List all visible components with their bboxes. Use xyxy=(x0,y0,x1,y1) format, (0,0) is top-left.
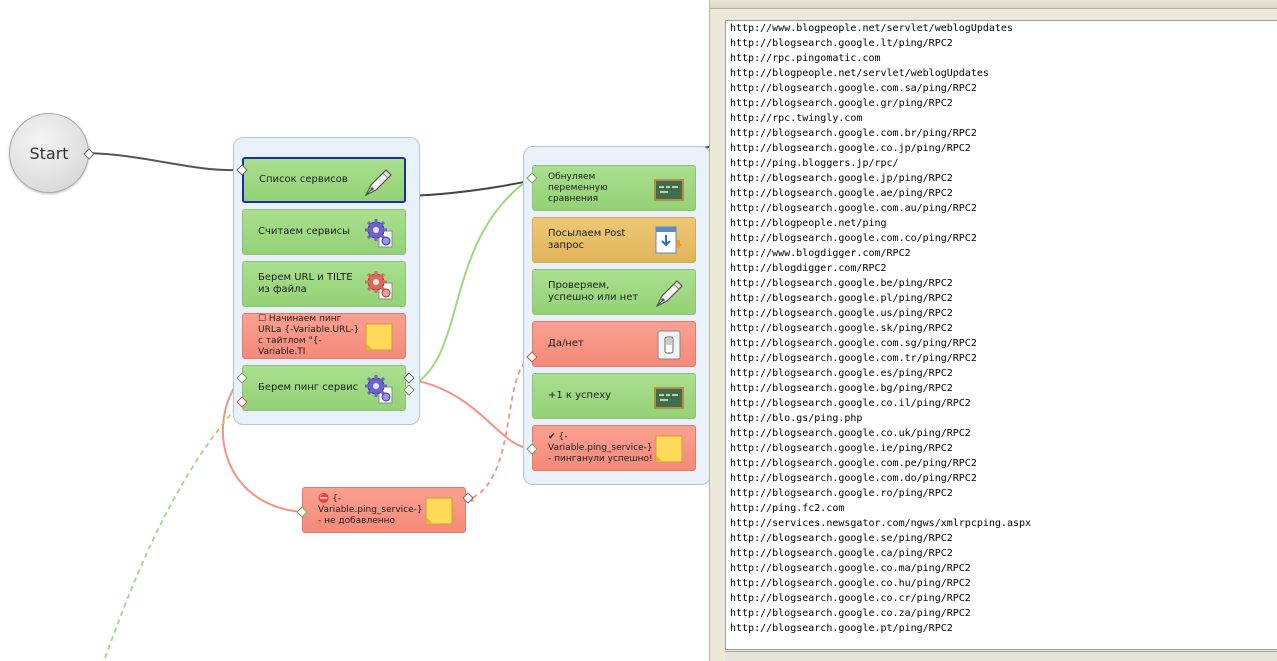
log-line: http://blogsearch.google.com.do/ping/RPC… xyxy=(730,473,977,484)
link-pingservice-fail xyxy=(103,400,243,661)
node-take-ping-service[interactable]: Берем пинг сервис xyxy=(242,365,406,411)
start-node[interactable]: Start xyxy=(9,113,89,193)
log-line: http://blogsearch.google.ae/ping/RPC2 xyxy=(730,188,953,199)
log-line: http://blogsearch.google.ie/ping/RPC2 xyxy=(730,443,953,454)
gears-icon xyxy=(363,269,395,301)
log-line: http://blogsearch.google.co.cr/ping/RPC2 xyxy=(730,593,971,604)
log-line: http://services.newsgator.com/ngws/xmlrp… xyxy=(730,518,1032,529)
sticky-note-icon xyxy=(363,321,395,353)
log-line: http://blogsearch.google.com.sg/ping/RPC… xyxy=(730,338,977,349)
switch-icon xyxy=(653,329,685,361)
node-label: ☐ Начинаем пинг URLа {-Variable.URL-} с … xyxy=(258,314,360,357)
sticky-note-icon xyxy=(423,495,455,527)
node-label: Да/нет xyxy=(548,338,584,349)
chalkboard-icon xyxy=(653,173,685,205)
node-label: Проверяем, успешно или нет xyxy=(548,280,639,303)
pen-icon xyxy=(362,166,394,198)
log-line: http://blogsearch.google.gr/ping/RPC2 xyxy=(730,98,953,109)
log-line: http://ping.fc2.com xyxy=(730,503,845,514)
node-start-ping-note[interactable]: ☐ Начинаем пинг URLа {-Variable.URL-} с … xyxy=(242,313,406,359)
node-label: Берем URL и TILTE из файла xyxy=(258,272,353,295)
log-line: http://blogsearch.google.com.sa/ping/RPC… xyxy=(730,83,977,94)
log-line: http://blogsearch.google.pl/ping/RPC2 xyxy=(730,293,953,304)
log-line: http://blogsearch.google.se/ping/RPC2 xyxy=(730,533,953,544)
log-line: http://blogsearch.google.com.br/ping/RPC… xyxy=(730,128,977,139)
node-reset-variable[interactable]: Обнуляем переменную сравнения xyxy=(532,165,696,211)
log-line: http://blogsearch.google.pt/ping/RPC2 xyxy=(730,623,953,634)
gears-icon xyxy=(363,217,395,249)
node-yes-no[interactable]: Да/нет xyxy=(532,321,696,367)
node-label: Берем пинг сервис xyxy=(258,382,359,393)
log-panel-footer xyxy=(725,651,1277,661)
download-icon xyxy=(653,225,685,257)
node-count-services[interactable]: Считаем сервисы xyxy=(242,209,406,255)
node-label: ✔ {-Variable.ping_service-} - пинганули … xyxy=(548,431,653,464)
link-success-to-pingservice xyxy=(407,378,533,450)
log-line: http://www.blogdigger.com/RPC2 xyxy=(730,248,911,259)
log-line: http://blogsearch.google.us/ping/RPC2 xyxy=(730,308,953,319)
node-send-post[interactable]: Посылаем Post запрос xyxy=(532,217,696,263)
log-line: http://blogsearch.google.bg/ping/RPC2 xyxy=(730,383,953,394)
node-label: Список сервисов xyxy=(259,174,348,185)
log-line: http://blogdigger.com/RPC2 xyxy=(730,263,887,274)
sticky-note-icon xyxy=(653,433,685,465)
log-line: http://blogsearch.google.ro/ping/RPC2 xyxy=(730,488,953,499)
log-line: http://blogpeople.net/servlet/weblogUpda… xyxy=(730,68,989,79)
log-line: http://blogsearch.google.com.pe/ping/RPC… xyxy=(730,458,977,469)
log-line: http://blogsearch.google.co.il/ping/RPC2 xyxy=(730,398,971,409)
log-line: http://blogsearch.google.ca/ping/RPC2 xyxy=(730,548,953,559)
log-line: http://blogsearch.google.lt/ping/RPC2 xyxy=(730,38,953,49)
log-line: http://blo.gs/ping.php xyxy=(730,413,863,424)
log-line: http://blogsearch.google.sk/ping/RPC2 xyxy=(730,323,953,334)
start-label: Start xyxy=(29,143,69,163)
node-check-success[interactable]: Проверяем, успешно или нет xyxy=(532,269,696,315)
node-read-url-title[interactable]: Берем URL и TILTE из файла xyxy=(242,261,406,307)
log-line: http://blogsearch.google.com.au/ping/RPC… xyxy=(730,203,977,214)
link-pingservice-to-reset xyxy=(407,176,533,389)
node-label: +1 к успеху xyxy=(548,390,612,401)
node-label: Считаем сервисы xyxy=(258,226,351,237)
log-line: http://blogsearch.google.co.za/ping/RPC2 xyxy=(730,608,971,619)
log-line: http://blogsearch.google.co.uk/ping/RPC2 xyxy=(730,428,971,439)
log-line: http://blogpeople.net/ping xyxy=(730,218,887,229)
node-label: Посылаем Post запрос xyxy=(548,228,626,251)
log-line: http://blogsearch.google.jp/ping/RPC2 xyxy=(730,173,953,184)
log-line: http://rpc.twingly.com xyxy=(730,113,863,124)
log-line: http://www.blogpeople.net/servlet/weblog… xyxy=(730,23,1013,34)
log-line: http://blogsearch.google.com.co/ping/RPC… xyxy=(730,233,977,244)
link-start-to-list xyxy=(87,152,243,172)
node-label: ⛔ {-Variable.ping_service-} - не добавле… xyxy=(318,493,423,526)
log-line: http://blogsearch.google.com.tr/ping/RPC… xyxy=(730,353,977,364)
node-not-added-note[interactable]: ⛔ {-Variable.ping_service-} - не добавле… xyxy=(302,487,466,533)
chalkboard-icon xyxy=(653,381,685,413)
log-line: http://blogsearch.google.es/ping/RPC2 xyxy=(730,368,953,379)
node-plus-one-success[interactable]: +1 к успеху xyxy=(532,373,696,419)
log-line: http://blogsearch.google.co.ma/ping/RPC2 xyxy=(730,563,971,574)
node-service-list[interactable]: Список сервисов xyxy=(242,157,406,203)
node-pinged-success-note[interactable]: ✔ {-Variable.ping_service-} - пинганули … xyxy=(532,425,696,471)
gears-icon xyxy=(363,373,395,405)
log-textarea[interactable]: http://www.blogpeople.net/servlet/weblog… xyxy=(725,20,1277,650)
node-label: Обнуляем переменную сравнения xyxy=(548,171,608,204)
log-line: http://blogsearch.google.co.hu/ping/RPC2 xyxy=(730,578,971,589)
pen-icon xyxy=(653,277,685,309)
log-panel: http://www.blogpeople.net/servlet/weblog… xyxy=(709,0,1277,661)
log-line: http://ping.bloggers.jp/rpc/ xyxy=(730,158,899,169)
log-line: http://rpc.pingomatic.com xyxy=(730,53,881,64)
log-panel-header[interactable] xyxy=(710,0,1277,9)
log-line: http://blogsearch.google.be/ping/RPC2 xyxy=(730,278,953,289)
log-line: http://blogsearch.google.co.jp/ping/RPC2 xyxy=(730,143,971,154)
